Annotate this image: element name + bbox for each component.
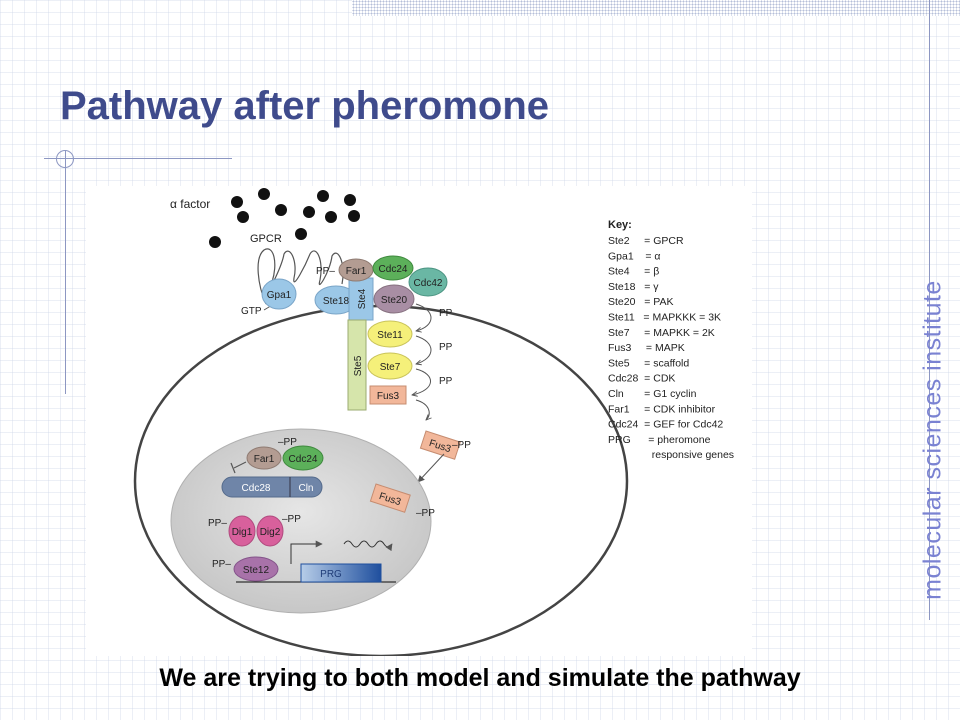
key-entry: Cdc28 = CDK (608, 373, 675, 385)
dig2-pp-label: –PP (282, 514, 301, 525)
key-legend: Key: Ste2 = GPCR Gpa1 = α Ste4 = β Ste18 = … (608, 219, 734, 461)
ste4-protein (348, 277, 374, 321)
ste7-label: Ste7 (380, 362, 401, 373)
gpcr-label: GPCR (250, 233, 282, 245)
key-entry: Far1 = CDK inhibitor (608, 403, 716, 415)
key-entry: Fus3 = MAPK (608, 342, 685, 354)
fus3-protein-nuclear: Fus3 (369, 483, 411, 513)
ste11-pp-label: PP (439, 308, 453, 319)
fus3-nuclear-pp-label: –PP (416, 508, 435, 519)
key-entry: Ste11 = MAPKKK = 3K (608, 312, 721, 324)
key-entry: Ste7 = MAPKK = 2K (608, 327, 715, 339)
ste11-protein (367, 320, 413, 348)
right-vertical-accent-line (929, 0, 930, 620)
ste7-to-fus3-arrow (412, 368, 431, 395)
slide-caption: We are trying to both model and simulate… (159, 664, 801, 692)
cln-label: Cln (298, 483, 313, 494)
fus3-released-pp-label: –PP (452, 440, 471, 451)
far1-inhibition-line (233, 461, 247, 469)
key-entry: Cln = G1 cyclin (608, 388, 697, 400)
pathway-diagram-svg: α factor GPCR GTP Gpa1 Ste18 Ste4 Ste5 P… (133, 188, 734, 656)
ste12-pp-label: PP– (212, 559, 231, 570)
fus3-protein-scaffold (369, 385, 407, 405)
dig2-label: Dig2 (260, 527, 281, 538)
key-entry: Ste4 = β (608, 266, 659, 278)
ste11-label: Ste11 (377, 330, 403, 341)
ste12-protein (233, 556, 279, 582)
ste4-label: Ste4 (357, 288, 368, 309)
gpcr-receptor (257, 248, 344, 305)
accent-ring (56, 150, 74, 168)
far1-inhibition-bar (230, 462, 236, 474)
ste20-to-ste11-arrow (416, 303, 432, 331)
prg-label: PRG (320, 569, 342, 580)
transcription-start-arrow (290, 540, 323, 564)
side-brand-text: molecular sciences institute (918, 280, 947, 600)
mrna-transcript (343, 540, 393, 552)
ste5-label: Ste5 (353, 355, 364, 376)
key-entry: Gpa1 = α (608, 250, 660, 262)
alpha-factor-molecules (209, 188, 360, 248)
cdc42-label: Cdc42 (414, 278, 443, 289)
dig1-protein (228, 515, 256, 547)
gpa1-protein (261, 278, 297, 310)
ste20-protein (373, 284, 415, 314)
key-entry: Ste5 = scaffold (608, 357, 689, 369)
cdc24-protein (372, 255, 414, 281)
cdc42-protein (408, 267, 448, 297)
dig2-protein (256, 515, 284, 547)
gtp-label: GTP (241, 306, 262, 317)
cdc24-nuclear-label: Cdc24 (289, 454, 318, 465)
fus3-to-nucleus-arrow (417, 453, 445, 483)
ste11-to-ste7-arrow (416, 335, 432, 364)
page-title: Pathway after pheromone (60, 84, 550, 128)
key-entry: Ste18 = γ (608, 281, 659, 293)
top-decorative-band (352, 0, 960, 16)
far1-nuclear-label: Far1 (254, 454, 275, 465)
pathway-diagram: α factor GPCR GTP Gpa1 Ste18 Ste4 Ste5 P… (86, 186, 752, 656)
far1-label: Far1 (346, 266, 367, 277)
key-entry: Ste20 = PAK (608, 296, 673, 308)
fus3-protein-released: Fus3 (419, 430, 461, 460)
cdc24-nuclear-protein (282, 445, 324, 471)
ste20-label: Ste20 (381, 295, 408, 306)
horizontal-accent-line (44, 158, 232, 159)
far1-nuclear-pp-label: –PP (278, 437, 297, 448)
far1-nuclear-protein (246, 446, 282, 470)
fus3-release-arrow (415, 399, 429, 420)
cdc24-label: Cdc24 (379, 264, 408, 275)
cdc28-label: Cdc28 (242, 483, 271, 494)
fus3-pp-label: PP (439, 376, 453, 387)
alpha-factor-label: α factor (170, 197, 210, 211)
ste12-label: Ste12 (243, 565, 270, 576)
gpa1-label: Gpa1 (267, 290, 292, 301)
prg-gene (300, 563, 382, 583)
ste18-label: Ste18 (323, 296, 350, 307)
far1-pp-label: PP– (316, 266, 335, 277)
dig1-label: Dig1 (232, 527, 253, 538)
dig1-pp-label: PP– (208, 518, 227, 529)
vertical-accent-line (65, 150, 66, 394)
ste5-scaffold (347, 319, 367, 411)
ste7-protein (367, 352, 413, 380)
ste7-pp-label: PP (439, 342, 453, 353)
key-entry: Cdc24 = GEF for Cdc42 (608, 419, 723, 431)
fus3-label-scaffold: Fus3 (377, 391, 400, 402)
key-entry: responsive genes (608, 449, 734, 461)
key-entry: PRG = pheromone (608, 434, 711, 446)
cdc28-cln-complex (221, 476, 323, 498)
key-entry: Ste2 = GPCR (608, 235, 684, 247)
key-title: Key: (608, 219, 632, 231)
